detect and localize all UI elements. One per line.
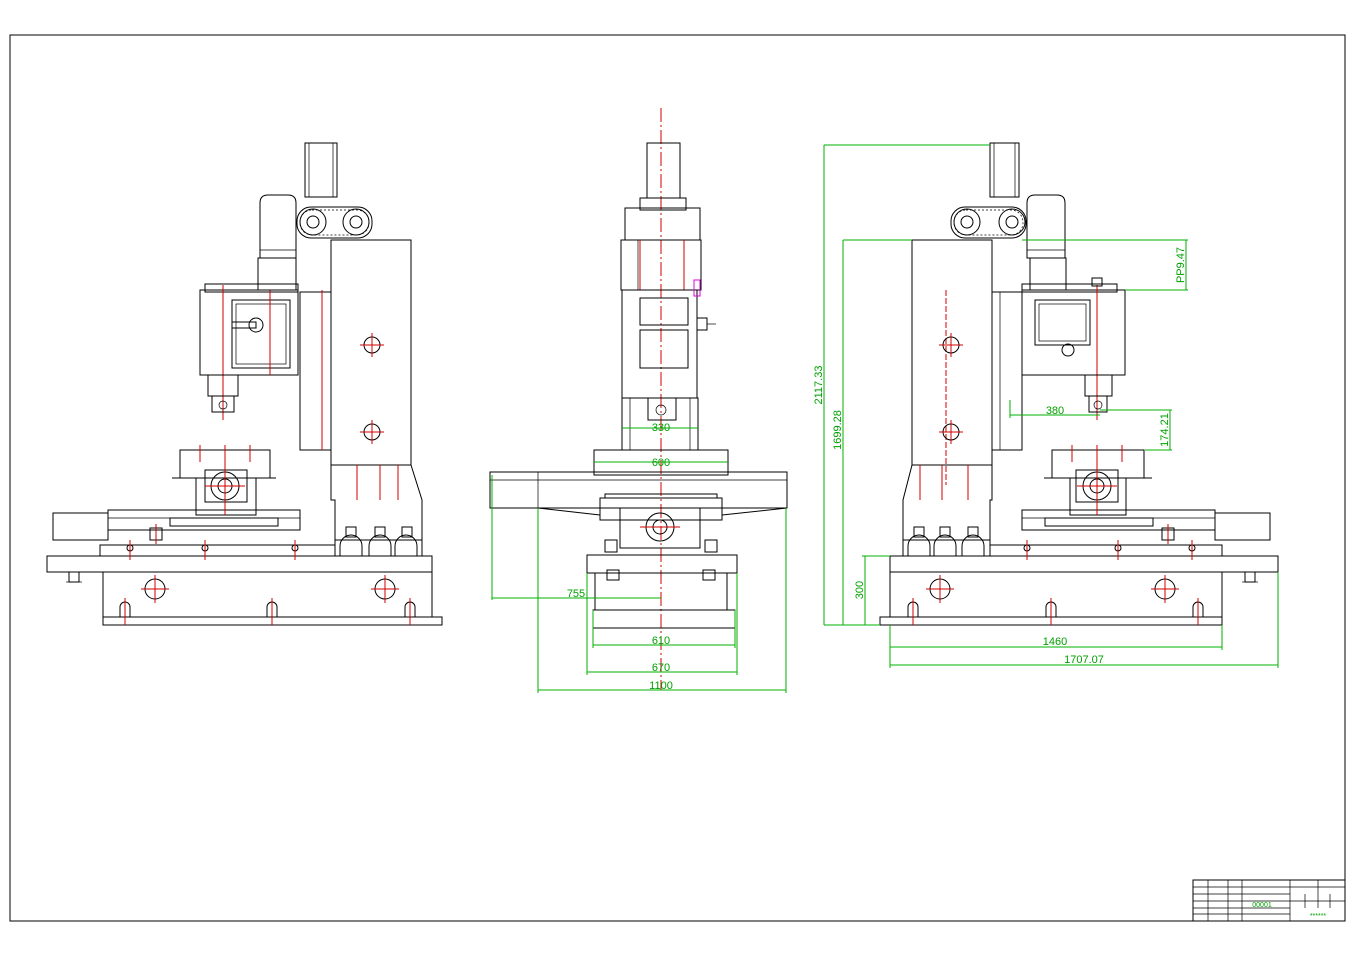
- chain-drive: [296, 206, 373, 239]
- column-base: [300, 449, 423, 540]
- table-end-block: [1214, 512, 1271, 541]
- saddle: [989, 544, 1223, 557]
- column-narrow: [991, 291, 1023, 451]
- dim-610: 610: [652, 635, 670, 647]
- title-stars: ******: [1310, 913, 1327, 920]
- foot-bolt: [68, 571, 80, 583]
- drawing-number: 00001: [1252, 902, 1272, 909]
- column-base: [902, 449, 1022, 540]
- base-top-plate: [46, 555, 433, 573]
- title-block: 00001 ******: [1192, 879, 1346, 922]
- base-hole-right: [1151, 575, 1179, 603]
- z-axis-tube: [304, 142, 338, 198]
- rotary-table: [1044, 445, 1152, 516]
- z-axis-tube: [989, 142, 1020, 198]
- dim-300: 300: [854, 581, 866, 599]
- front-dimensions: [491, 427, 787, 693]
- table-rail: [107, 509, 301, 531]
- column-narrow: [299, 291, 332, 451]
- dim-380: 380: [1046, 405, 1064, 417]
- saddle-front: [599, 493, 723, 553]
- spindle: [1084, 374, 1113, 397]
- dim-670: 670: [652, 662, 670, 674]
- dim-229: PP9.47: [1175, 247, 1187, 283]
- chain-drive: [950, 206, 1027, 239]
- top-bracket: [624, 207, 701, 241]
- table-top: [169, 517, 279, 527]
- dim-174: 174.21: [1159, 413, 1171, 447]
- dim-1699: 1699.28: [832, 410, 844, 450]
- motor: [257, 194, 297, 291]
- dim-1460: 1460: [1043, 636, 1067, 648]
- base-hole-left: [141, 575, 169, 603]
- table-rail: [1021, 509, 1216, 531]
- dim-600: 600: [652, 457, 670, 469]
- long-table: [489, 471, 788, 509]
- foot-bolt: [1244, 571, 1256, 583]
- dim-755: 755: [567, 588, 585, 600]
- base-hole-right: [371, 575, 399, 603]
- spindle-head: [199, 283, 299, 420]
- side-dimensions: [823, 144, 1279, 668]
- left-side-view: [46, 142, 443, 626]
- base-top-plate: [889, 555, 1279, 573]
- sheet-border: [9, 34, 1346, 922]
- base-hole-left: [926, 575, 954, 603]
- dim-330: 330: [652, 422, 670, 434]
- z-axis-tube: [646, 142, 681, 199]
- dim-1100: 1100: [649, 680, 673, 692]
- column-hole-upper: [939, 333, 963, 357]
- spindle-head: [1021, 277, 1126, 420]
- table-top: [1044, 517, 1154, 527]
- column-hole-lower: [360, 420, 384, 444]
- right-side-view: 2117.33 1699.28 PP9.47 380 174.21 300 14…: [813, 142, 1279, 668]
- spindle-head-front: [621, 279, 716, 399]
- front-view: 330 600 755 610 670 1100: [489, 108, 788, 693]
- column-hole-upper: [360, 333, 384, 357]
- column-base-plinth: [902, 539, 991, 557]
- dim-1707: 1707.07: [1064, 654, 1104, 666]
- table-end-block: [52, 512, 109, 541]
- base-front: [586, 554, 738, 629]
- rotary-table: [172, 445, 276, 516]
- column-hole-lower: [939, 420, 963, 444]
- motor: [1026, 194, 1067, 291]
- saddle: [99, 544, 336, 557]
- highlight-marker: [693, 279, 701, 297]
- column-base-plinth: [334, 539, 423, 557]
- dim-2117: 2117.33: [813, 366, 825, 405]
